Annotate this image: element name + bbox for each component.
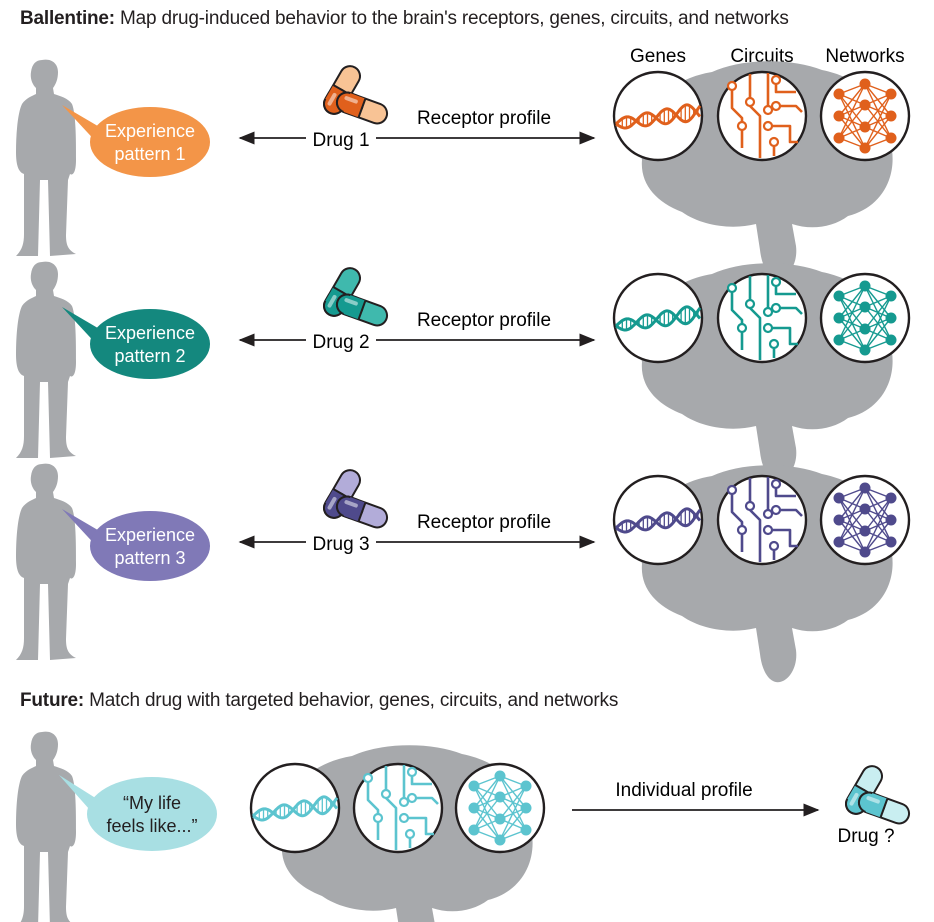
drug-row-1: Experience pattern 1 Drug 1 Receptor profil… xyxy=(16,59,911,279)
receptor-profile-label: Receptor profile xyxy=(417,512,551,533)
experience-bubble-line1: Experience xyxy=(105,121,195,141)
future-drug-label: Drug ? xyxy=(837,826,894,847)
drug-label: Drug 2 xyxy=(312,332,369,353)
experience-bubble-line2: pattern 2 xyxy=(114,346,185,366)
circuits-circle xyxy=(716,70,808,162)
thought-bubble xyxy=(59,775,217,851)
circuit-icon xyxy=(716,474,808,566)
speech-bubble-body xyxy=(90,511,210,581)
person-silhouette xyxy=(16,463,76,660)
section2-title-bold: Future: xyxy=(20,690,85,711)
drug-label: Drug 3 xyxy=(312,534,369,555)
dna-icon xyxy=(612,474,704,566)
future-drug-capsules xyxy=(845,765,911,825)
dna-icon xyxy=(612,272,704,364)
experience-bubble xyxy=(62,509,210,581)
experience-bubble xyxy=(62,105,210,177)
section1-heading: Ballentine: Map drug-induced behavior to… xyxy=(20,8,789,30)
experience-bubble-line2: pattern 1 xyxy=(114,144,185,164)
person-silhouette xyxy=(16,59,76,257)
drug-capsules xyxy=(323,65,389,125)
circuits-circle xyxy=(352,762,444,854)
drug-capsules xyxy=(323,267,389,327)
speech-bubble-body xyxy=(87,777,217,851)
experience-bubble-line1: Experience xyxy=(105,323,195,343)
capsule xyxy=(335,495,389,529)
genes-column-label: Genes xyxy=(630,46,686,67)
capsule xyxy=(323,267,361,317)
networks-column-label: Networks xyxy=(825,46,904,67)
person-silhouette xyxy=(16,731,76,922)
network-icon xyxy=(819,272,911,364)
drug-row-2: Experience pattern 2 Drug 2 Receptor profil… xyxy=(16,261,911,481)
receptor-profile-label: Receptor profile xyxy=(417,108,551,129)
speech-bubble-body xyxy=(90,107,210,177)
section1-title-text: Map drug-induced behavior to the brain's… xyxy=(114,8,789,29)
drug-row-3: Experience pattern 3 Drug 3 Receptor profil… xyxy=(16,463,911,683)
drug-capsules xyxy=(323,469,389,529)
circuits-circle xyxy=(716,474,808,566)
future-row: “My life feels like...” Individual profile… xyxy=(16,731,911,922)
circuit-icon xyxy=(716,70,808,162)
thought-bubble-line2: feels like...” xyxy=(106,816,197,836)
circuit-icon xyxy=(716,272,808,364)
capsule xyxy=(335,91,389,125)
network-icon xyxy=(454,762,546,854)
thought-bubble-line1: “My life xyxy=(123,793,181,813)
capsule xyxy=(335,293,389,327)
receptor-profile-label: Receptor profile xyxy=(417,310,551,331)
experience-bubble-line2: pattern 3 xyxy=(114,548,185,568)
person-silhouette xyxy=(16,261,76,458)
circuits-circle xyxy=(716,272,808,364)
individual-profile-label: Individual profile xyxy=(615,780,752,801)
section2-heading: Future: Match drug with targeted behavio… xyxy=(20,690,618,712)
experience-bubble xyxy=(62,307,210,379)
section2-title-text: Match drug with targeted behavior, genes… xyxy=(84,690,619,711)
experience-bubble-line1: Experience xyxy=(105,525,195,545)
capsule xyxy=(857,791,911,825)
dna-icon xyxy=(249,762,341,854)
drug-label: Drug 1 xyxy=(312,130,369,151)
speech-bubble-body xyxy=(90,309,210,379)
network-icon xyxy=(819,70,911,162)
circuit-icon xyxy=(352,762,444,854)
dna-icon xyxy=(612,70,704,162)
network-icon xyxy=(819,474,911,566)
section1-title-bold: Ballentine: xyxy=(20,8,115,29)
